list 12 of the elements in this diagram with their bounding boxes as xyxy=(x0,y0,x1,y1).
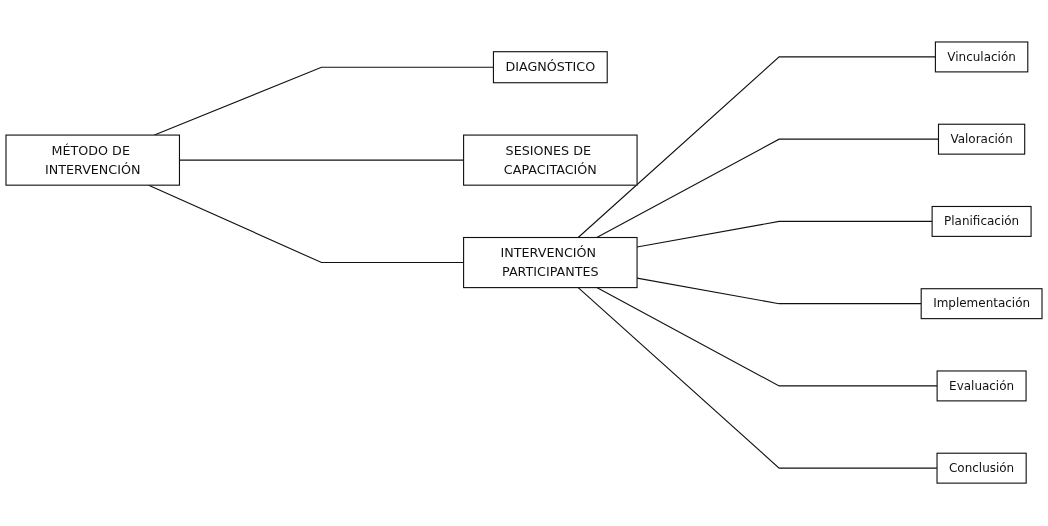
node-box: Implementación xyxy=(920,288,1043,320)
node-box: INTERVENCIÓN PARTICIPANTES xyxy=(463,237,638,289)
node-box: Conclusión xyxy=(936,453,1027,485)
node-box: Valoración xyxy=(937,124,1026,156)
node-box: Vinculación xyxy=(934,41,1029,73)
connector xyxy=(577,56,936,239)
node-box: DIAGNÓSTICO xyxy=(492,51,608,84)
node-box: Evaluación xyxy=(936,370,1027,402)
connector xyxy=(577,287,938,470)
node-box: SESIONES DE CAPACITACIÓN xyxy=(463,134,638,187)
node-box: Planificación xyxy=(931,206,1032,238)
node-box: MÉTODO DE INTERVENCIÓN xyxy=(5,134,181,187)
